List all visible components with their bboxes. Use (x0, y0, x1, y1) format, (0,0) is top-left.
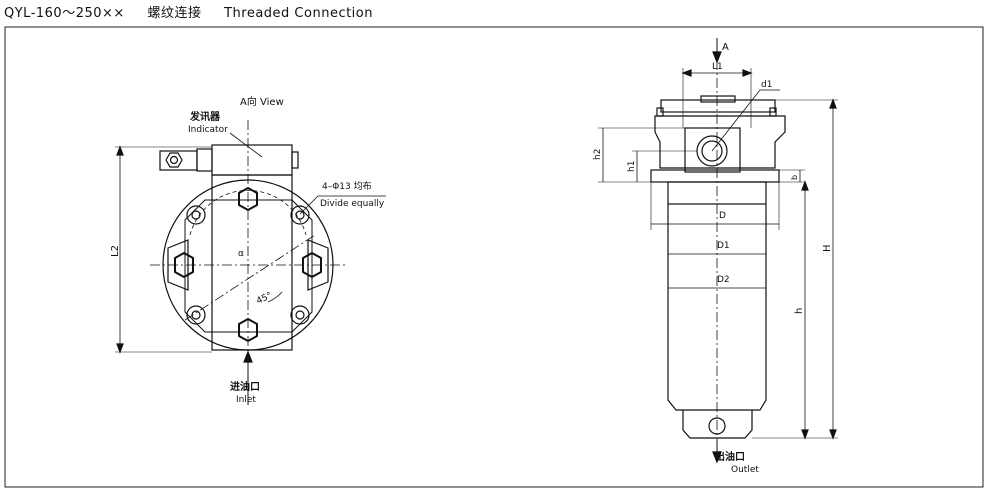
outlet-port (682, 410, 753, 439)
dim-D2-label: D2 (717, 275, 730, 285)
dim-D-label: D (719, 211, 726, 221)
top-cap (660, 99, 776, 113)
drawing-border (4, 26, 984, 488)
dim-l1-label: L1 (712, 62, 723, 72)
view-label: A向 View (240, 95, 284, 108)
connection-en-label: Threaded Connection (224, 6, 373, 21)
indicator-neck (196, 148, 213, 172)
inlet-cn-label: 进油口 (230, 380, 260, 393)
right-view (598, 38, 838, 464)
drawing-title: QYL-160～250×× 螺纹连接 Threaded Connection (4, 2, 391, 21)
housing-rect (211, 174, 293, 351)
indicator-cn-label: 发讯器 (189, 110, 221, 123)
dim-D1-label: D1 (717, 241, 730, 251)
right-view-labels: A L1 d1 h2 h1 b D D1 D2 H h 出油口 Outlet (593, 42, 833, 475)
cover-plate (184, 199, 313, 333)
dim-h2-label: h2 (593, 149, 603, 160)
holes-en-label: Divide equally (320, 199, 385, 209)
left-view-labels: A向 View 发讯器 Indicator 4–Φ13 均布 Divide eq… (110, 95, 385, 405)
filter-head (654, 115, 786, 169)
dim-d1-small-label: d1 (761, 80, 772, 90)
outlet-en-label: Outlet (731, 465, 759, 475)
connection-cn-label: 螺纹连接 (147, 6, 202, 21)
port-boss (684, 127, 741, 173)
left-view (115, 120, 386, 405)
center-lines (150, 120, 345, 370)
model-label: QYL-160～250×× (4, 6, 125, 21)
dim-l2-label: L2 (110, 245, 121, 257)
arrow-a-label: A (722, 42, 729, 53)
dim-H-label: H (822, 244, 833, 252)
filter-bowl (667, 204, 767, 411)
dim-h-label: h (794, 308, 805, 314)
dim-b-label: b (790, 175, 799, 180)
inlet-en-label: Inlet (236, 395, 256, 405)
holes-label: 4–Φ13 均布 (322, 180, 372, 192)
indicator-en-label: Indicator (188, 125, 228, 135)
left-tab (167, 239, 189, 291)
right-tab (307, 239, 329, 291)
indicator-nut (165, 152, 183, 168)
outlet-cn-label: 出油口 (715, 450, 745, 463)
angle-label: 45° (255, 291, 274, 307)
dim-h1-label: h1 (627, 161, 637, 172)
dim-alpha-label: α (238, 249, 244, 259)
indicator-plug (159, 150, 198, 171)
